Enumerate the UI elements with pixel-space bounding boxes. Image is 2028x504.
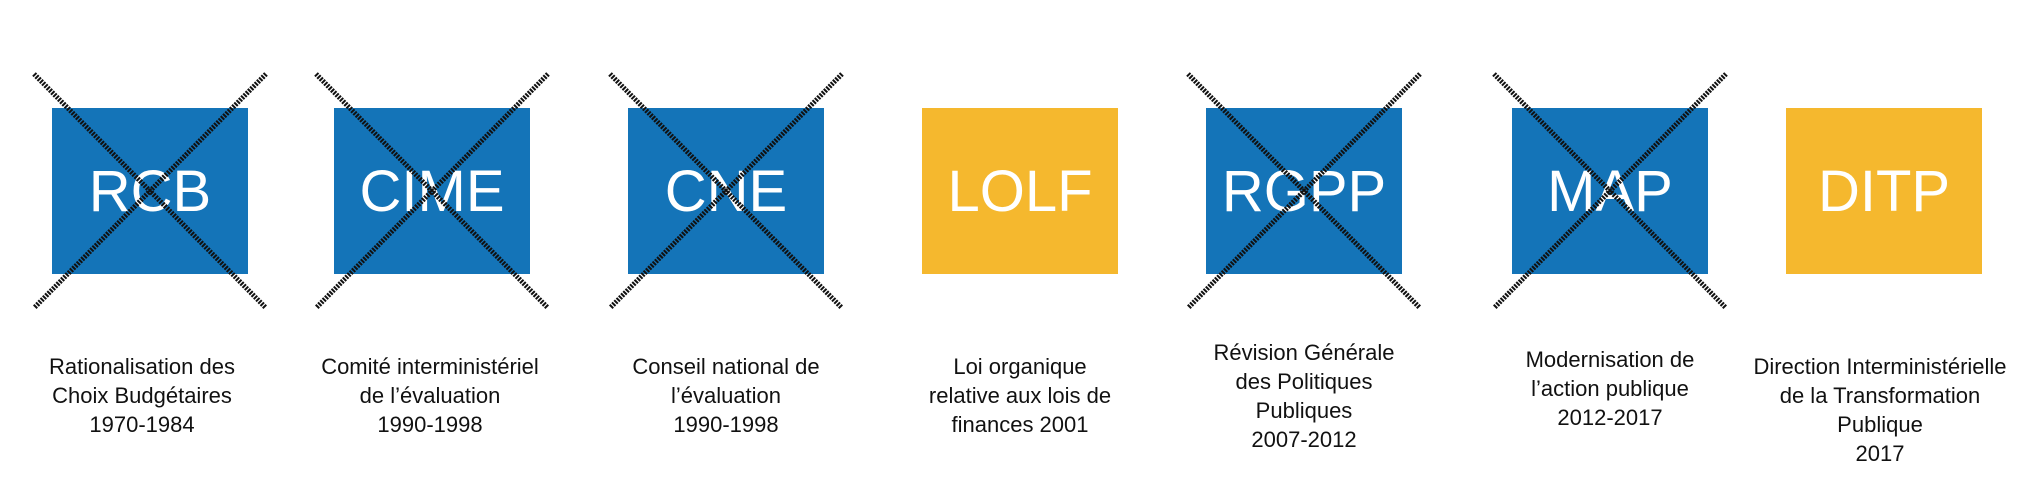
caption-cne: Conseil national de l’évaluation 1990-19…	[632, 354, 820, 437]
caption-cime: Comité interministériel de l’évaluation …	[321, 354, 539, 437]
acronym-label: RGPP	[1221, 158, 1387, 224]
acronym-label: DITP	[1817, 158, 1951, 224]
acronym-box-rgpp: RGPP	[1206, 108, 1402, 274]
acronym-box-lolf: LOLF	[922, 108, 1118, 274]
acronym-box-cne: CNE	[628, 108, 824, 274]
caption-map: Modernisation de l’action publique 2012-…	[1525, 347, 1695, 430]
caption-ditp: Direction Interministérielle de la Trans…	[1753, 354, 2007, 466]
acronym-box-rcb: RCB	[52, 108, 248, 274]
acronym-label: CIME	[359, 158, 505, 224]
caption-rcb: Rationalisation des Choix Budgétaires 19…	[49, 354, 235, 437]
acronym-box-ditp: DITP	[1786, 108, 1982, 274]
acronym-box-cime: CIME	[334, 108, 530, 274]
caption-rgpp: Révision Générale des Politiques Publiqu…	[1213, 340, 1395, 452]
acronym-label: MAP	[1547, 158, 1673, 224]
acronym-box-map: MAP	[1512, 108, 1708, 274]
caption-lolf: Loi organique relative aux lois de finan…	[928, 354, 1112, 437]
acronym-label: CNE	[664, 158, 788, 224]
acronym-label: RCB	[88, 158, 212, 224]
acronym-label: LOLF	[947, 158, 1093, 224]
